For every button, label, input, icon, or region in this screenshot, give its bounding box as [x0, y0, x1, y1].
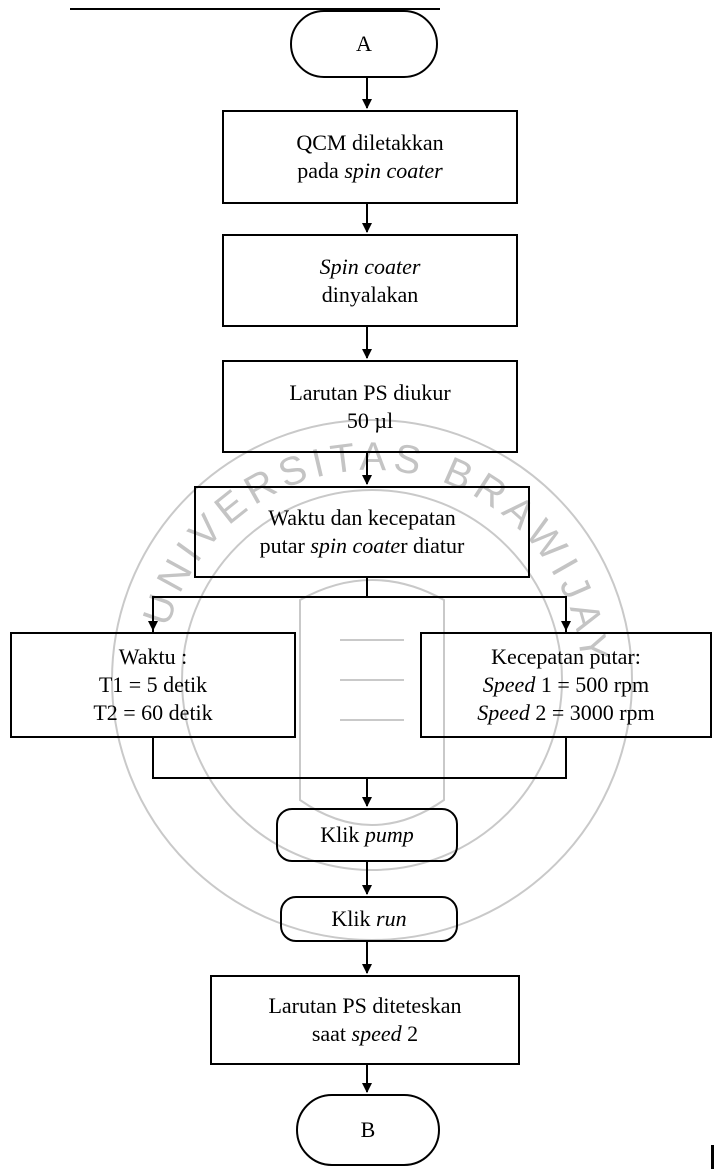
speed-2-value: 2 = 3000 rpm — [529, 700, 655, 725]
step-place-qcm: QCM diletakkan pada spin coater — [222, 110, 518, 204]
click-run-term: run — [376, 906, 407, 931]
step-set-prefix: putar — [259, 533, 311, 558]
clipped-top-line — [70, 0, 440, 10]
step-place-qcm-line1: QCM diletakkan — [296, 130, 444, 155]
step-measure-line1: Larutan PS diukur — [289, 379, 451, 405]
speed-title: Kecepatan putar: — [491, 644, 641, 669]
step-turn-on-term: Spin coater — [319, 253, 421, 279]
branch-split-connector — [152, 596, 567, 632]
terminator-end-label: B — [360, 1117, 376, 1142]
click-pump-label: Klik pump — [320, 821, 414, 849]
drop-line2: saat speed 2 — [312, 1020, 418, 1048]
step-click-pump: Klik pump — [276, 808, 458, 862]
time-t2: T2 = 60 detik — [93, 700, 213, 725]
step-place-qcm-prefix: pada — [297, 158, 345, 183]
click-pump-prefix: Klik — [320, 822, 365, 847]
click-run-label: Klik run — [331, 905, 406, 933]
terminator-end: B — [296, 1094, 440, 1166]
terminator-start: A — [290, 10, 438, 78]
click-pump-term: pump — [364, 822, 414, 847]
step-set-line2: putar spin coater diatur — [260, 532, 465, 560]
speed-1-term: Speed — [482, 672, 536, 697]
speed-2-term: Speed — [477, 700, 530, 725]
step-set-line1: Waktu dan kecepatan — [268, 505, 456, 530]
speed-2: Speed 2 = 3000 rpm — [477, 699, 654, 727]
step-turn-on-spin-coater: Spin coater dinyalakan — [222, 234, 518, 327]
step-place-qcm-line2: pada spin coater — [297, 157, 442, 185]
drop-prefix: saat — [311, 1021, 352, 1046]
step-measure-line2: 50 µl — [346, 407, 394, 433]
step-set-time-speed: Waktu dan kecepatan putar spin coater di… — [194, 486, 530, 578]
time-title: Waktu : — [118, 644, 188, 669]
step-drop-ps-solution: Larutan PS diteteskan saat speed 2 — [210, 975, 520, 1065]
drop-term: speed — [351, 1021, 402, 1046]
step-place-qcm-term: spin coater — [344, 158, 443, 183]
step-set-term: spin coate — [310, 533, 401, 558]
speed-1-value: 1 = 500 rpm — [535, 672, 650, 697]
step-set-suffix: r diatur — [400, 533, 465, 558]
terminator-start-label: A — [356, 31, 372, 56]
branch-time-box: Waktu : T1 = 5 detik T2 = 60 detik — [10, 632, 296, 738]
step-measure-ps-solution: Larutan PS diukur 50 µl — [222, 360, 518, 453]
step-click-run: Klik run — [280, 896, 458, 942]
speed-1: Speed 1 = 500 rpm — [483, 671, 649, 699]
click-run-prefix: Klik — [331, 906, 377, 931]
text-cursor — [711, 1145, 714, 1169]
drop-suffix: 2 — [401, 1021, 419, 1046]
step-turn-on-line2: dinyalakan — [321, 281, 419, 307]
step-turn-on-line1: Spin coater — [320, 253, 421, 281]
drop-line1: Larutan PS diteteskan — [268, 993, 462, 1018]
branch-speed-box: Kecepatan putar: Speed 1 = 500 rpm Speed… — [420, 632, 712, 738]
branch-merge-connector — [152, 738, 567, 779]
time-t1: T1 = 5 detik — [98, 672, 208, 697]
